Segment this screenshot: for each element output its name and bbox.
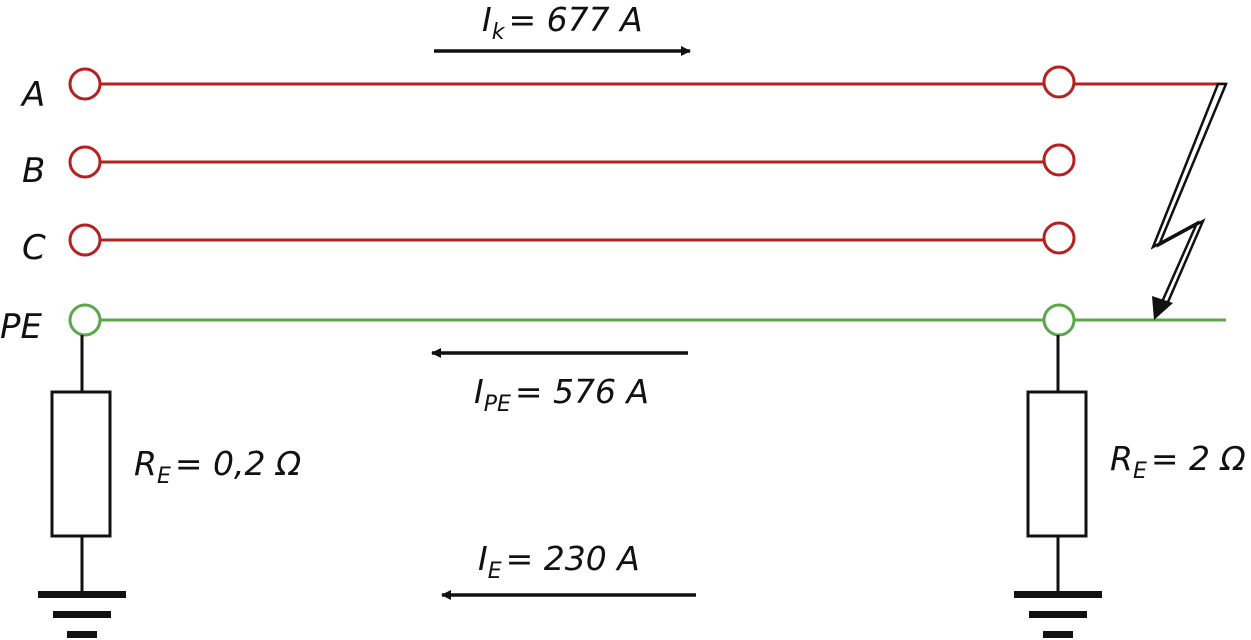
- right-ground-icon: [1014, 591, 1102, 638]
- left-resistance-label: RE= 0,2 Ω: [134, 444, 301, 489]
- terminal-c-right: [1042, 221, 1076, 255]
- terminal-pe-right: [1042, 303, 1076, 337]
- label-phase-b: B: [22, 151, 45, 191]
- right-resistance-label: RE= 2 Ω: [1110, 439, 1246, 484]
- terminal-a-left: [68, 67, 102, 101]
- terminal-pe-left: [68, 303, 102, 337]
- left-ground-icon: [38, 591, 126, 638]
- right-earth-resistor: [1026, 390, 1088, 538]
- label-pe: PE: [0, 307, 43, 347]
- terminal-b-right: [1042, 143, 1076, 177]
- label-phase-a: A: [20, 75, 45, 115]
- terminal-c-left: [68, 223, 102, 257]
- pe-current-label: IPE= 576 A: [474, 372, 649, 417]
- fault-lightning-icon: [1150, 82, 1228, 320]
- left-earth-resistor: [50, 390, 112, 538]
- terminal-b-left: [68, 145, 102, 179]
- fault-current-label: Ik= 677 A: [482, 0, 643, 45]
- label-phase-c: C: [22, 228, 46, 268]
- earth-current-label: IE= 230 A: [478, 539, 640, 584]
- terminal-a-right: [1042, 65, 1076, 99]
